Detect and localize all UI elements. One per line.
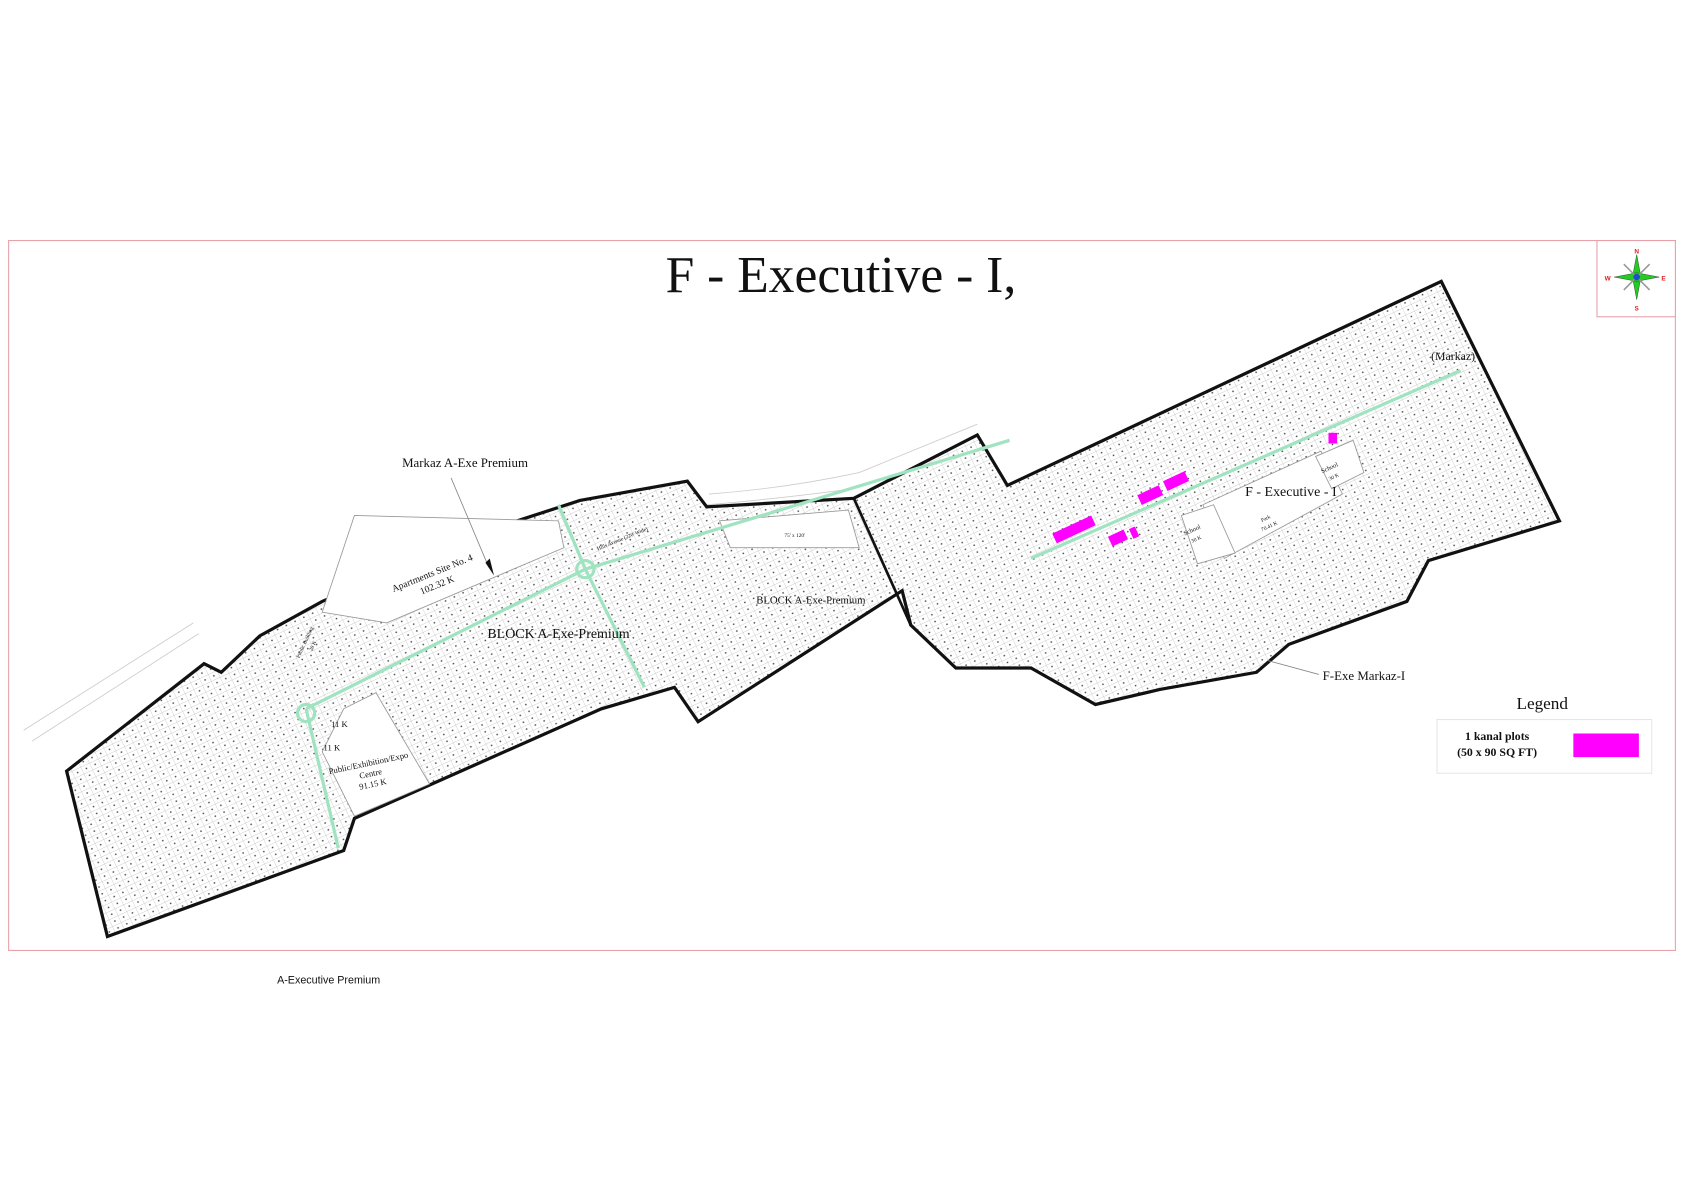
label-school-2-area: 30 K	[1190, 535, 1202, 545]
label-block-a: BLOCK A-Exe-Premium	[487, 627, 629, 642]
legend-item-line1: 1 kanal plots	[1465, 729, 1530, 743]
legend-title: Legend	[1516, 694, 1568, 713]
label-11k-b: 11 K	[324, 743, 341, 753]
compass-w: W	[1605, 275, 1612, 282]
outer-roads	[23, 423, 978, 742]
legend-item-line2: (50 x 90 SQ FT)	[1457, 745, 1537, 759]
one-kanal-plots	[1052, 432, 1338, 547]
markaz-pointer	[450, 477, 490, 568]
label-f-exe-markaz: F-Exe Markaz-I	[1323, 669, 1406, 683]
label-block-a-secondary: BLOCK A-Exe-Premium	[756, 595, 866, 607]
compass-e: E	[1661, 275, 1666, 282]
label-f-executive: F - Executive - I	[1245, 485, 1337, 500]
label-markaz-a-exe: Markaz A-Exe Premium	[402, 456, 528, 470]
drawing-frame	[8, 240, 1676, 951]
legend: Legend 1 kanal plots (50 x 90 SQ FT)	[1436, 694, 1653, 774]
block-divider	[852, 497, 912, 626]
map-title: F - Executive - I,	[666, 247, 1017, 304]
markaz-i-pointer	[1267, 660, 1319, 675]
legend-swatch-magenta	[1573, 733, 1639, 758]
label-public-building-area: 20 K	[308, 640, 318, 652]
footer-label: A-Executive Premium	[277, 975, 380, 987]
compass-rose-icon: N E S W	[1596, 240, 1676, 318]
compass-s: S	[1635, 305, 1640, 312]
open-spaces	[321, 439, 1365, 817]
label-markaz: (Markaz)	[1431, 349, 1475, 363]
label-park: Park	[1260, 514, 1272, 524]
label-plot-size: 75' x 120'	[784, 533, 805, 539]
compass-n: N	[1634, 248, 1639, 255]
label-11k-a: 11 K	[331, 719, 348, 729]
label-expo-centre: Centre	[358, 766, 383, 781]
roads	[295, 369, 1462, 849]
label-school-1-area: 30 K	[1328, 472, 1340, 482]
scheme-boundary	[64, 279, 1562, 939]
arrow-icon	[485, 558, 495, 576]
